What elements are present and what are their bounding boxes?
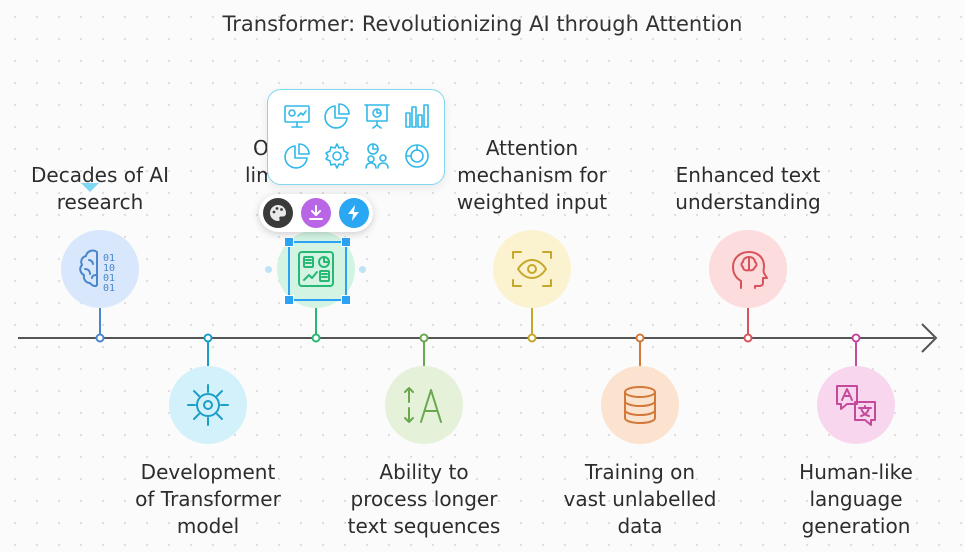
resize-handle-top-right[interactable] xyxy=(341,237,351,247)
event-label-2: Development of Transformer model xyxy=(113,459,303,540)
dashboard-icon xyxy=(298,251,334,287)
timeline-dot xyxy=(635,333,645,343)
timeline-dot xyxy=(527,333,537,343)
gauge-icon[interactable] xyxy=(402,141,432,171)
donut-chart-icon[interactable] xyxy=(282,141,312,171)
timeline-dot xyxy=(311,333,321,343)
event-label-1: Decades of AI research xyxy=(5,162,195,216)
event-label-7: Enhanced text understanding xyxy=(653,162,843,216)
timeline-dot xyxy=(851,333,861,343)
pie-chart-icon[interactable] xyxy=(322,101,352,131)
icon-picker-popup xyxy=(267,89,445,185)
label-line: Decades of AI xyxy=(31,163,169,187)
head-brain-icon xyxy=(732,251,768,289)
label-line: data xyxy=(617,514,663,538)
label-line: understanding xyxy=(675,190,821,214)
node-toolbar xyxy=(259,194,373,232)
timeline-dot xyxy=(203,333,213,343)
label-line: O xyxy=(253,136,269,160)
label-line: model xyxy=(176,514,240,538)
label-line: Development xyxy=(140,460,276,484)
timeline-arrow-head xyxy=(921,323,938,353)
brain-binary-icon: 01 10 01 01 xyxy=(79,249,115,294)
svg-text:01: 01 xyxy=(103,283,115,294)
eye-focus-icon xyxy=(512,251,552,287)
label-line: generation xyxy=(801,514,911,538)
label-line: Human-like xyxy=(799,460,913,484)
label-line: of Transformer xyxy=(135,487,281,511)
event-node-4[interactable] xyxy=(385,366,463,444)
label-line: Training on xyxy=(584,460,696,484)
timeline-dot xyxy=(419,333,429,343)
svg-text:01: 01 xyxy=(103,273,115,284)
presentation-chart-icon[interactable] xyxy=(282,101,312,131)
label-line: language xyxy=(809,487,903,511)
download-icon xyxy=(309,205,323,220)
label-line: Enhanced text xyxy=(675,163,821,187)
translate-icon xyxy=(836,385,876,426)
diagram-title: Transformer: Revolutionizing AI through … xyxy=(222,12,743,36)
label-line: research xyxy=(56,190,144,214)
label-line: text sequences xyxy=(347,514,501,538)
palette-icon xyxy=(270,204,287,221)
event-node-5[interactable] xyxy=(493,230,571,308)
resize-handle-bottom-left[interactable] xyxy=(284,295,294,305)
event-node-8[interactable] xyxy=(817,366,895,444)
resize-handle-top-left[interactable] xyxy=(284,237,294,247)
connection-point-right[interactable] xyxy=(359,266,366,273)
timeline-dot xyxy=(743,333,753,343)
event-label-6: Training on vast unlabelled data xyxy=(545,459,735,540)
timeline-dot xyxy=(95,333,105,343)
svg-text:01: 01 xyxy=(103,253,115,264)
people-chart-icon[interactable] xyxy=(362,141,392,171)
popup-pointer xyxy=(81,183,99,192)
lightning-icon xyxy=(348,205,359,221)
event-node-6[interactable] xyxy=(601,366,679,444)
selection-box[interactable] xyxy=(284,237,351,305)
gear-sun-icon xyxy=(187,384,229,426)
slideshow-icon[interactable] xyxy=(362,101,392,131)
label-line: vast unlabelled xyxy=(563,487,717,511)
event-node-1[interactable]: 01 10 01 01 xyxy=(61,230,139,308)
event-node-2[interactable] xyxy=(169,366,247,444)
label-line: Ability to xyxy=(379,460,469,484)
label-line: Attention xyxy=(485,136,579,160)
event-label-5: Attention mechanism for weighted input xyxy=(437,135,627,216)
database-icon xyxy=(624,386,656,425)
quick-action-button[interactable] xyxy=(339,198,369,228)
svg-text:10: 10 xyxy=(103,263,115,274)
gear-icon[interactable] xyxy=(322,141,352,171)
event-label-8: Human-like language generation xyxy=(761,459,951,540)
style-button[interactable] xyxy=(263,198,293,228)
download-button[interactable] xyxy=(301,198,331,228)
resize-handle-bottom-right[interactable] xyxy=(341,295,351,305)
event-node-7[interactable] xyxy=(709,230,787,308)
text-resize-icon xyxy=(404,387,442,423)
event-label-4: Ability to process longer text sequences xyxy=(329,459,519,540)
connection-point-left[interactable] xyxy=(265,266,272,273)
label-line: process longer xyxy=(350,487,498,511)
bar-chart-icon[interactable] xyxy=(402,101,432,131)
label-line: weighted input xyxy=(456,190,608,214)
label-line: mechanism for xyxy=(457,163,607,187)
